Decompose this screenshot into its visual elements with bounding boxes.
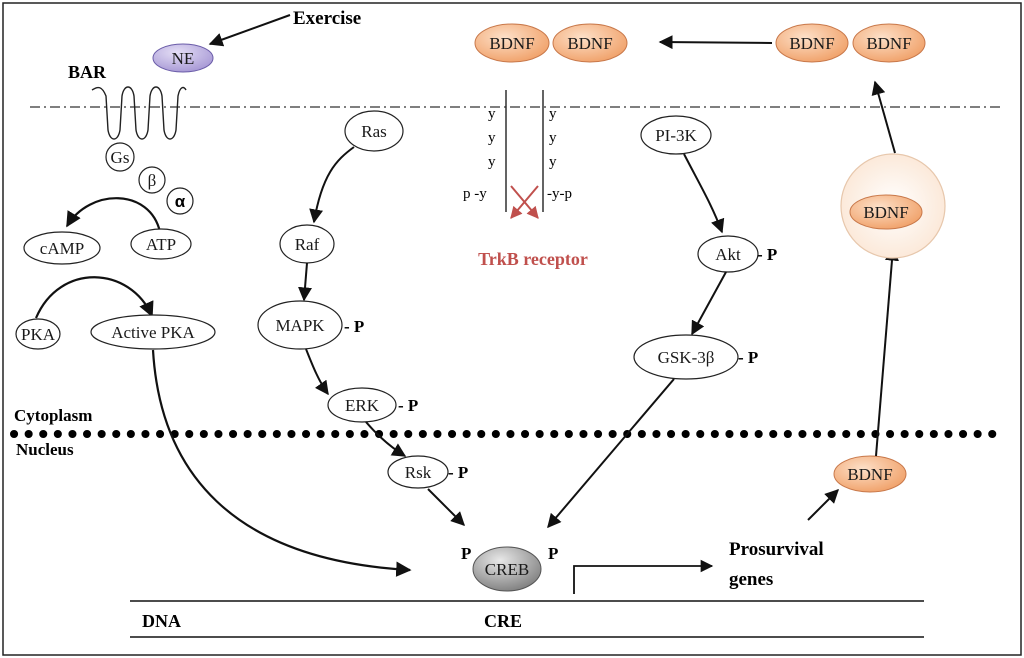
gsk3b-node: [633, 334, 739, 380]
bar-label: BAR: [68, 62, 107, 82]
trkb-y2-right: y: [549, 130, 557, 146]
pka-label: PKA: [21, 325, 56, 344]
pka-activation-arrow: [34, 276, 154, 319]
trkb-cross-arrow-2: [510, 185, 539, 219]
ne-node: [152, 43, 214, 73]
creb-node: [472, 546, 542, 592]
bar-receptor-shape: [91, 86, 187, 140]
akt-label: Akt: [715, 245, 741, 264]
pi3k-to-akt-arrow: [683, 153, 725, 234]
bdnf-released-right-1-label: BDNF: [789, 34, 834, 53]
alpha-node: [166, 187, 194, 215]
akt-to-gsk3b-arrow: [691, 271, 727, 336]
trkb-y2-left: y: [488, 130, 496, 146]
beta-node: [138, 166, 166, 194]
trkb-yp-right: -y-p: [547, 186, 572, 202]
akt-node: [697, 235, 759, 273]
gs-node: [105, 142, 135, 172]
gsk3b-to-creb-arrow: [547, 378, 675, 529]
akt-phospho-label: - P: [757, 245, 777, 264]
trkb-y3-right: y: [549, 154, 557, 170]
active-pka-node: [90, 314, 216, 350]
trkb-y1-left: y: [488, 106, 496, 122]
active-pka-label: Active PKA: [111, 323, 195, 342]
rsk-phospho-label: - P: [448, 463, 468, 482]
gs-label: Gs: [111, 148, 130, 167]
bdnf-released-right-2-label: BDNF: [866, 34, 911, 53]
creb-label: CREB: [485, 560, 529, 579]
bdnf-bound-left-1-label: BDNF: [489, 34, 534, 53]
active-pka-to-creb-arrow: [151, 349, 412, 577]
bdnf-bound-left-1: [474, 23, 550, 63]
gsk3b-label: GSK-3β: [658, 348, 715, 367]
trkb-y1-right: y: [549, 106, 557, 122]
cytoplasm-label: Cytoplasm: [14, 406, 92, 425]
mapk-phospho-label: - P: [344, 317, 364, 336]
exercise-label: Exercise: [293, 8, 361, 29]
bdnf-to-vesicle-arrow: [875, 246, 899, 457]
exercise-to-ne-arrow: [208, 14, 291, 47]
camp-label: cAMP: [40, 239, 84, 258]
mapk-label: MAPK: [275, 316, 325, 335]
atp-to-camp-arrow: [66, 197, 162, 233]
ras-node: [344, 110, 404, 152]
ras-to-raf-arrow: [309, 146, 355, 224]
prosurvival-label-line2: genes: [729, 569, 773, 590]
bdnf-released-right-2: [852, 23, 926, 63]
alpha-label: α: [175, 192, 186, 211]
prosurvival-label-line1: Prosurvival: [729, 539, 824, 560]
bdnf-bound-left-2-label: BDNF: [567, 34, 612, 53]
pi3k-node: [640, 115, 712, 155]
trkb-receptor-label: TrkB receptor: [478, 249, 588, 269]
cre-label: CRE: [484, 611, 522, 631]
rsk-node: [387, 455, 449, 489]
rsk-to-creb-arrow: [427, 488, 465, 526]
ras-label: Ras: [361, 122, 387, 141]
transcription-arrow: [573, 559, 714, 594]
raf-to-mapk-arrow: [298, 262, 312, 302]
bdnf-release-arrow: [658, 35, 773, 50]
trkb-y3-left: y: [488, 154, 496, 170]
pka-node: [15, 318, 61, 350]
bdnf-vesicle-label: BDNF: [863, 203, 908, 222]
mapk-node: [257, 300, 343, 350]
erk-node: [327, 387, 397, 423]
bdnf-nucleus-node: [833, 455, 907, 493]
vesicle-to-release-arrow: [871, 80, 896, 154]
atp-node: [130, 228, 192, 260]
camp-node: [23, 231, 101, 265]
ne-label: NE: [172, 49, 195, 68]
erk-phospho-label: - P: [398, 396, 418, 415]
creb-phospho-right: P: [548, 544, 558, 563]
nucleus-label: Nucleus: [16, 440, 74, 459]
dna-label: DNA: [142, 611, 181, 631]
genes-to-bdnf-arrow: [807, 489, 839, 521]
gsk3b-phospho-label: - P: [738, 348, 758, 367]
beta-label: β: [148, 171, 157, 190]
bdnf-released-right-1: [775, 23, 849, 63]
rsk-label: Rsk: [405, 463, 432, 482]
atp-label: ATP: [146, 235, 176, 254]
trkb-py-left: p -y: [463, 186, 487, 202]
erk-label: ERK: [345, 396, 380, 415]
raf-label: Raf: [295, 235, 320, 254]
mapk-to-erk-arrow: [305, 348, 329, 396]
creb-phospho-left: P: [461, 544, 471, 563]
bdnf-vesicle-node: [849, 194, 923, 230]
erk-to-rsk-arrow: [365, 421, 407, 457]
bdnf-bound-left-2: [552, 23, 628, 63]
bdnf-nucleus-label: BDNF: [847, 465, 892, 484]
pi3k-label: PI-3K: [655, 126, 697, 145]
